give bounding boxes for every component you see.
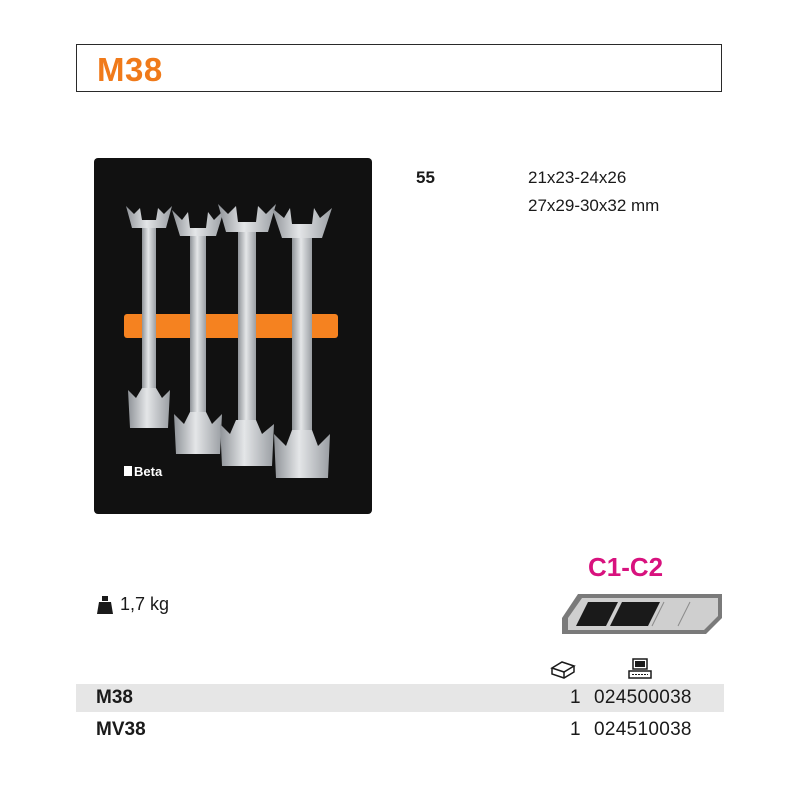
product-image: Beta	[94, 158, 372, 514]
model-code: MV38	[96, 719, 146, 740]
quantity: 1	[570, 719, 581, 740]
article-number: 024510038	[594, 719, 692, 740]
wrench-3	[218, 204, 276, 466]
beta-logo: Beta	[124, 464, 163, 479]
sizes-line-2: 27x29-30x32 mm	[528, 196, 660, 215]
quantity: 1	[570, 687, 581, 708]
article-number: 024500038	[594, 687, 692, 708]
table-row: MV38 1 024510038	[76, 716, 724, 744]
weight-icon	[97, 595, 113, 614]
brand-text: Beta	[134, 464, 163, 479]
orange-bar	[124, 314, 338, 338]
page-title: M38	[97, 51, 163, 88]
drawer-label: C1-C2	[588, 552, 664, 582]
title-box: M38	[76, 44, 722, 92]
table-row: M38 1 024500038	[76, 684, 724, 712]
tool-box-icon	[550, 661, 576, 679]
model-code: M38	[96, 687, 133, 708]
weight-info: 1,7 kg	[96, 594, 169, 615]
computer-icon	[628, 658, 652, 679]
weight-value: 1,7 kg	[120, 594, 170, 614]
wrench-4	[272, 208, 332, 478]
wrench-2	[172, 210, 224, 454]
product-code: 55	[416, 168, 435, 187]
wrench-1	[126, 206, 172, 428]
drawer-image	[562, 594, 722, 634]
sizes-line-1: 21x23-24x26	[528, 168, 627, 187]
